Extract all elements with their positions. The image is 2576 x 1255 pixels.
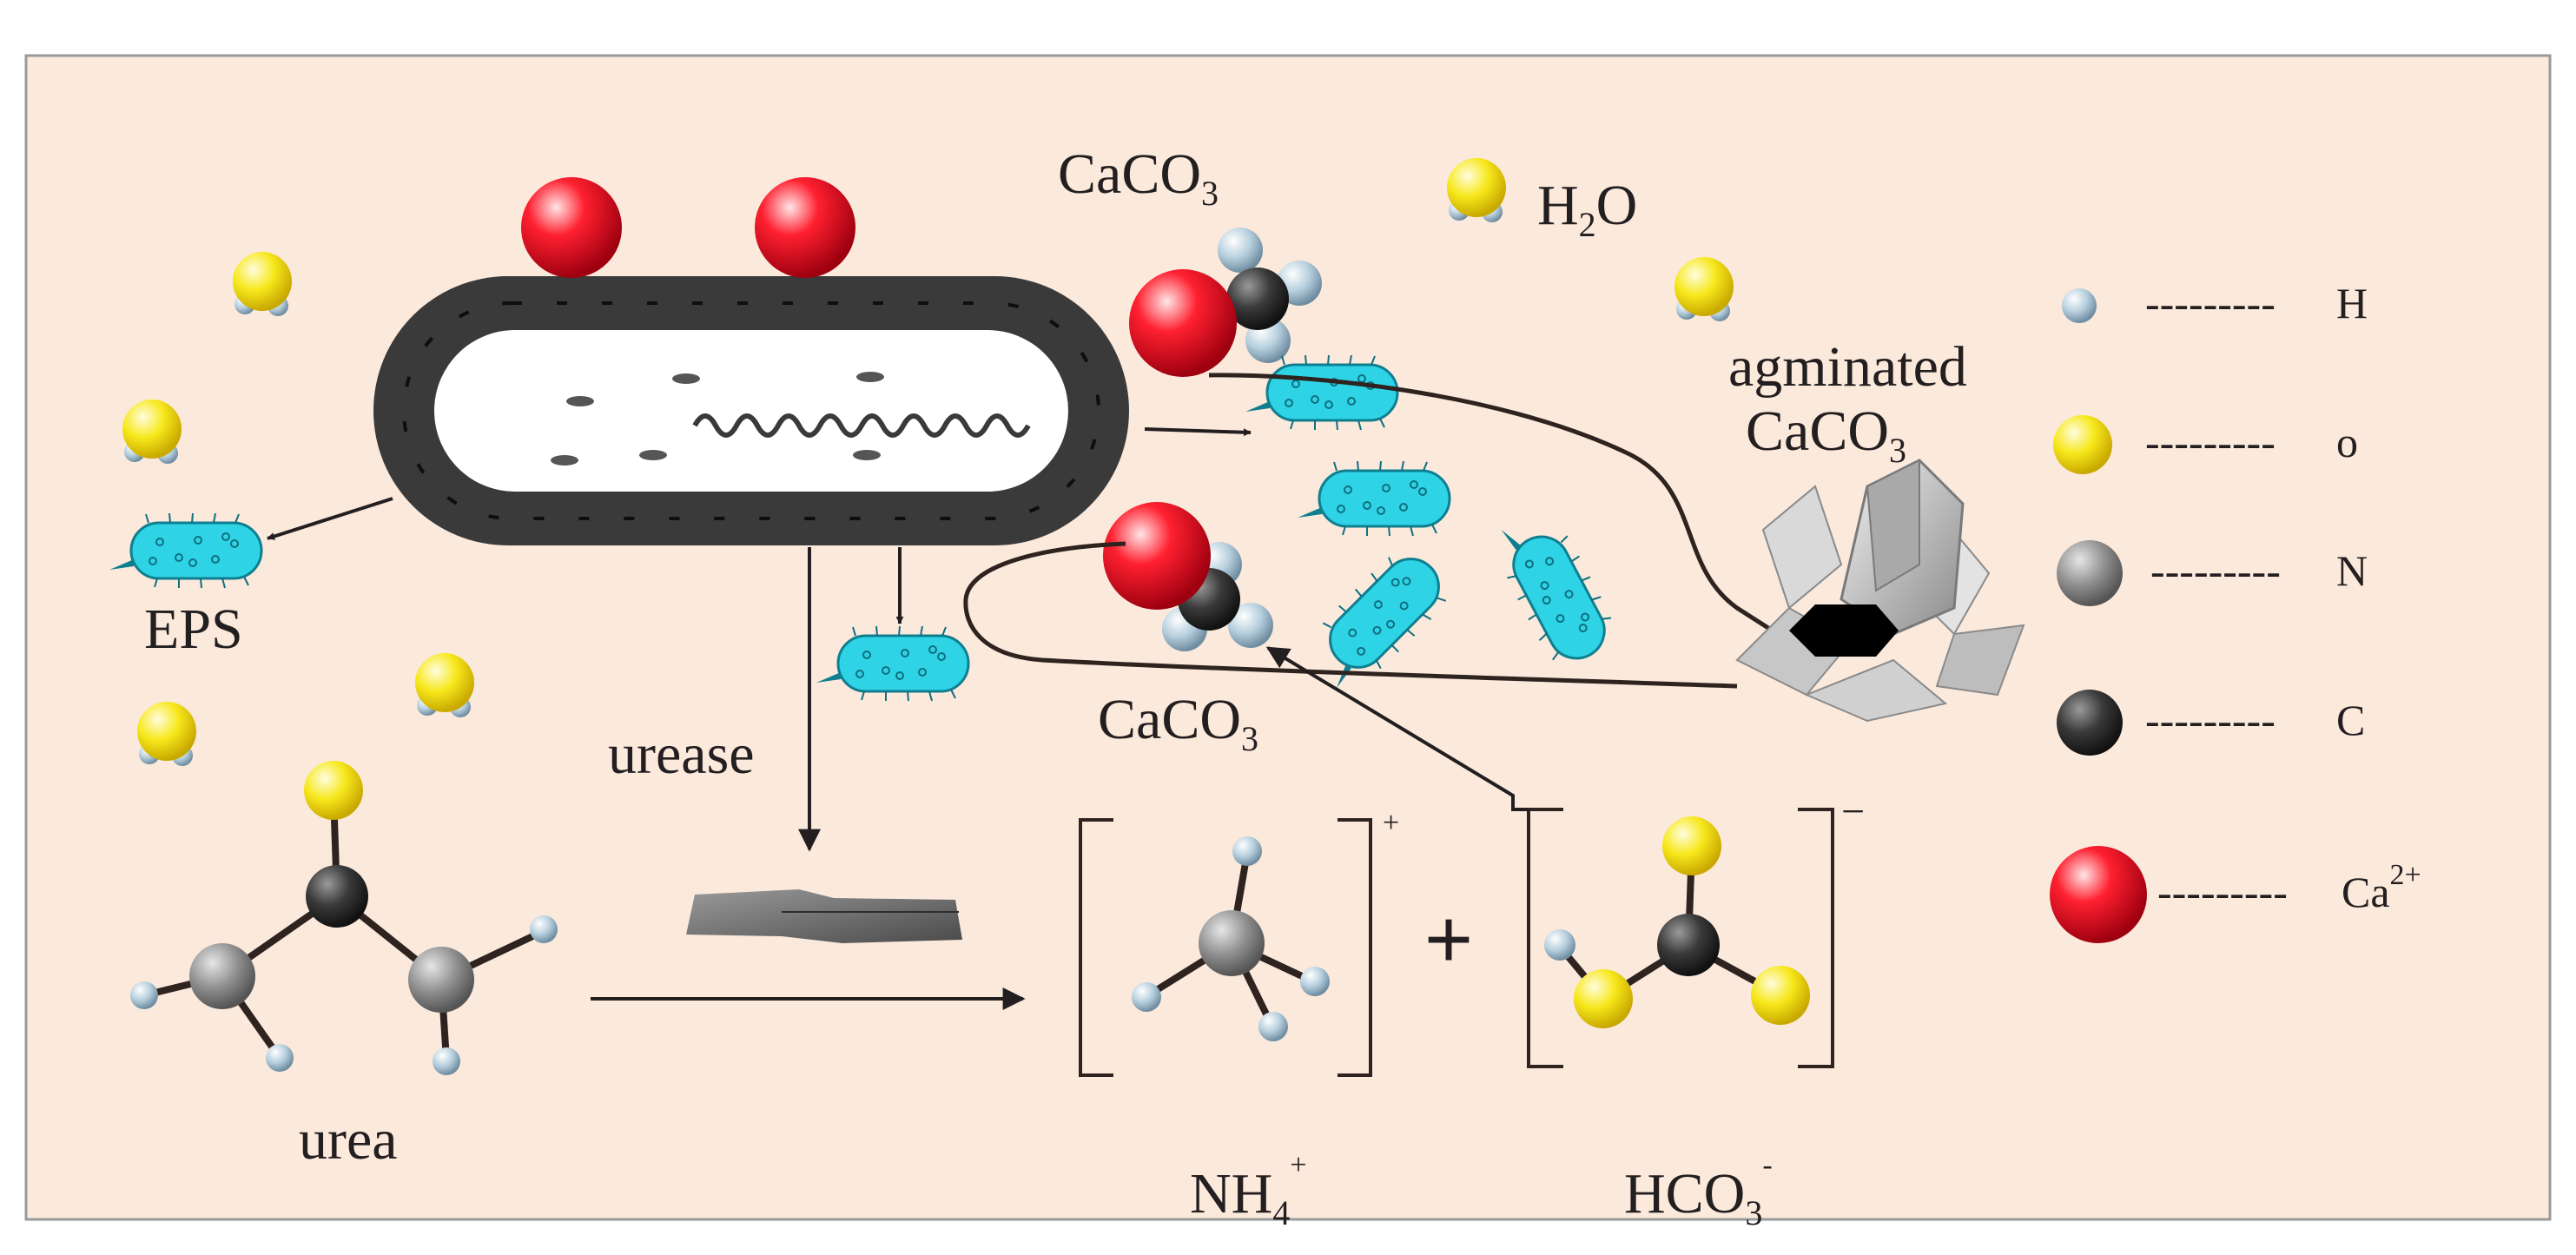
label-hco3: HCO3- [1624, 1149, 1773, 1232]
svg-text:---------: --------- [2150, 546, 2281, 595]
legend-item-o: --------- o [2053, 415, 2358, 474]
link-curve-top [1208, 373, 1782, 638]
arrow-to-eps-right [1144, 427, 1252, 437]
svg-text:o: o [2336, 418, 2358, 466]
calcium-ion [521, 177, 622, 278]
svg-text:---------: --------- [2145, 418, 2275, 466]
nh4-charge: + [1383, 807, 1399, 839]
arrow-hco3-to-caco3 [1265, 646, 1529, 811]
label-eps: EPS [144, 598, 243, 661]
svg-text:N: N [2336, 546, 2368, 595]
caco3-molecule-top [1129, 228, 1322, 377]
dna-strand [692, 413, 1031, 438]
hco3-molecule [1544, 816, 1810, 1028]
legend-item-n: --------- N [2057, 540, 2368, 606]
svg-text:---------: --------- [2145, 279, 2275, 327]
nh4-molecule [1132, 836, 1330, 1041]
water-molecule [1447, 158, 1506, 222]
svg-text:Ca2+: Ca2+ [2342, 859, 2421, 916]
water-molecule [415, 653, 474, 717]
water-molecule [233, 252, 292, 316]
carbon-atom-icon [2057, 690, 2123, 756]
urea-atoms [130, 761, 558, 1075]
label-urease: urease [608, 723, 755, 786]
oxygen-atom-icon [2053, 415, 2112, 474]
bacterium-cell [373, 276, 1129, 545]
calcium-atom-icon [2050, 846, 2147, 943]
svg-text:---------: --------- [2157, 868, 2288, 916]
nitrogen-atom-icon [2057, 540, 2123, 606]
plus-sign: + [1424, 893, 1473, 986]
svg-text:H: H [2336, 279, 2368, 327]
label-caco3-top: CaCO3 [1058, 142, 1219, 213]
label-caco3-mid: CaCO3 [1098, 688, 1258, 758]
nh4-bracket [1079, 818, 1372, 1077]
arrow-to-eps-left [267, 497, 393, 540]
water-molecule [137, 702, 196, 766]
caco3-molecule-mid [1103, 502, 1273, 651]
water-molecule [1674, 257, 1734, 321]
diagram-background [24, 54, 2552, 1221]
water-molecule [122, 400, 182, 464]
label-nh4: NH4+ [1190, 1149, 1307, 1232]
svg-text:C: C [2336, 696, 2365, 744]
agminated-caco3-crystal [1735, 459, 2025, 723]
label-h2o: H2O [1537, 174, 1637, 244]
hco3-bracket [1527, 808, 1834, 1068]
svg-text:---------: --------- [2145, 696, 2275, 744]
label-urea: urea [299, 1108, 398, 1172]
hco3-charge: − [1841, 789, 1865, 835]
legend-item-c: --------- C [2057, 690, 2365, 756]
urease-enzyme [686, 889, 962, 943]
legend: --------- H --------- o --------- N ----… [2050, 279, 2421, 943]
label-agminated: agminated [1728, 335, 1967, 399]
legend-item-ca: --------- Ca2+ [2050, 846, 2421, 943]
hydrogen-atom-icon [2062, 288, 2097, 323]
calcium-ion [755, 177, 855, 278]
link-curve-bottom [963, 541, 1738, 689]
label-agminated-caco3: CaCO3 [1746, 400, 1906, 470]
legend-item-h: --------- H [2062, 279, 2368, 327]
